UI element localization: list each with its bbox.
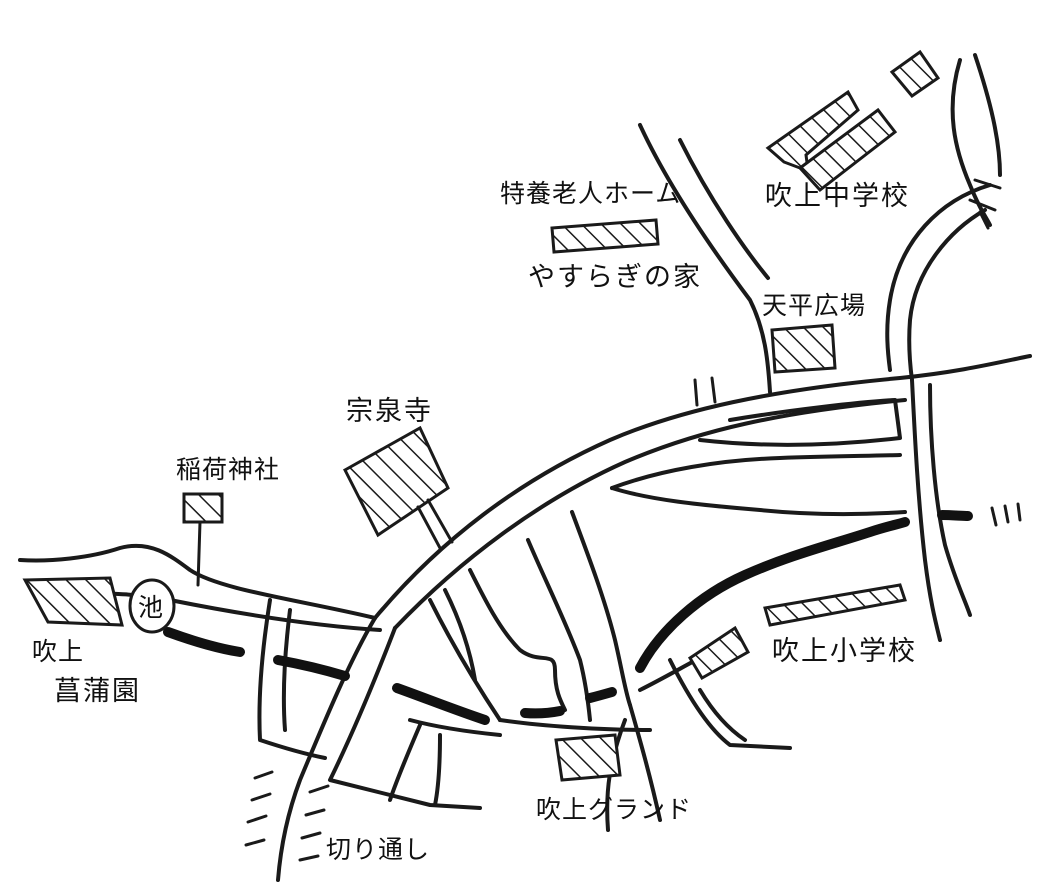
block-road-4 [570,510,632,707]
kiridoshi-tick-7 [300,831,322,840]
road-crossing-tick-1 [693,378,699,407]
block-road-1 [698,398,902,447]
label-fukiage: 吹上 [32,637,84,666]
river-segment-3 [392,683,490,725]
main-road-upper-edge [373,354,1032,620]
kiridoshi-tick-3 [246,814,268,824]
label-fukiage-elementary: 吹上小学校 [772,636,917,667]
sousenji-path-1 [416,505,442,550]
elementary-school-annex [687,625,751,681]
road-east-south-1 [910,378,942,642]
river-segment-main [635,517,910,673]
river [163,502,1022,725]
road-to-elementary-2 [668,658,792,750]
kiridoshi-tick-2 [250,792,272,802]
river-mark-2 [1003,504,1010,524]
inari-path [196,520,202,587]
south-block-3 [408,718,502,737]
road-east-tick-3 [978,210,990,230]
label-sousenji: 宗泉寺 [346,396,433,427]
road-east-tick-2 [968,198,997,212]
pond-outline [128,578,176,634]
elementary-school-building [763,583,907,627]
block-road-3 [610,486,907,517]
label-nursing-home-name: やすらぎの家 [528,262,702,293]
shobuen-area [22,576,124,627]
sousenji-path-2 [426,498,454,544]
label-tenpei-hiroba: 天平広場 [762,291,866,320]
river-segment-west [163,627,245,657]
road-north-right [678,138,770,280]
river-segment-2 [273,655,350,681]
buildings [22,49,941,782]
south-block-2 [433,733,442,807]
road-east-tick-1 [973,178,1002,190]
left-road-upper [18,543,377,620]
river-segment-east [937,510,973,521]
label-nursing-home-type: 特養老人ホーム [500,179,681,208]
left-road-box-1 [257,598,327,760]
kiridoshi-tick-5 [308,784,330,794]
river-mark-3 [1016,502,1022,522]
block-road-8 [428,598,502,722]
label-pond: 池 [138,593,164,622]
label-kiridoshi: 切り通し [326,835,430,864]
river-segment-5 [585,687,617,703]
road-east-outer-2 [973,53,1002,177]
tenpei-hiroba-area [770,323,837,374]
label-shobuen: 菖蒲園 [54,676,141,707]
kiridoshi-tick-1 [253,770,274,780]
junior-high-annex [889,49,941,99]
block-road-2 [610,453,902,490]
kiridoshi-tick-4 [244,838,266,847]
road-east-south-2 [928,383,972,617]
south-block-1 [388,723,422,802]
kiridoshi-tick-6 [304,808,326,817]
road-east-outer-1 [950,58,992,227]
river-mark-1 [990,506,998,527]
fukiage-ground-area [554,733,622,782]
road-north-left [638,123,772,394]
block-road-9 [498,718,652,732]
river-segment-4 [520,706,565,719]
block-road-6 [468,568,567,712]
road-south-center [628,703,662,822]
road-east-curve-1 [885,183,992,372]
junior-high-building-2 [797,107,898,193]
block-road-7 [443,588,477,682]
inari-jinja-building [182,492,224,524]
left-road-box-2 [281,608,292,732]
main-road-to-south [276,616,377,882]
main-road-lower-edge [393,398,907,630]
road-to-elementary-3 [698,688,747,742]
label-fukiage-ground: 吹上グランド [536,795,692,824]
road-crossing-tick-2 [710,376,717,404]
sousenji-building [343,425,450,538]
kiridoshi-tick-8 [298,854,320,862]
label-fukiage-junior-high: 吹上中学校 [765,181,910,212]
label-inari-jinja: 稲荷神社 [176,455,280,484]
nursing-home-building [550,218,660,254]
road-east-curve-2 [907,208,987,382]
main-road-to-south-east [328,626,482,810]
labels: 吹上中学校 特養老人ホーム やすらぎの家 天平広場 宗泉寺 稲荷神社 池 吹上 … [32,179,917,864]
